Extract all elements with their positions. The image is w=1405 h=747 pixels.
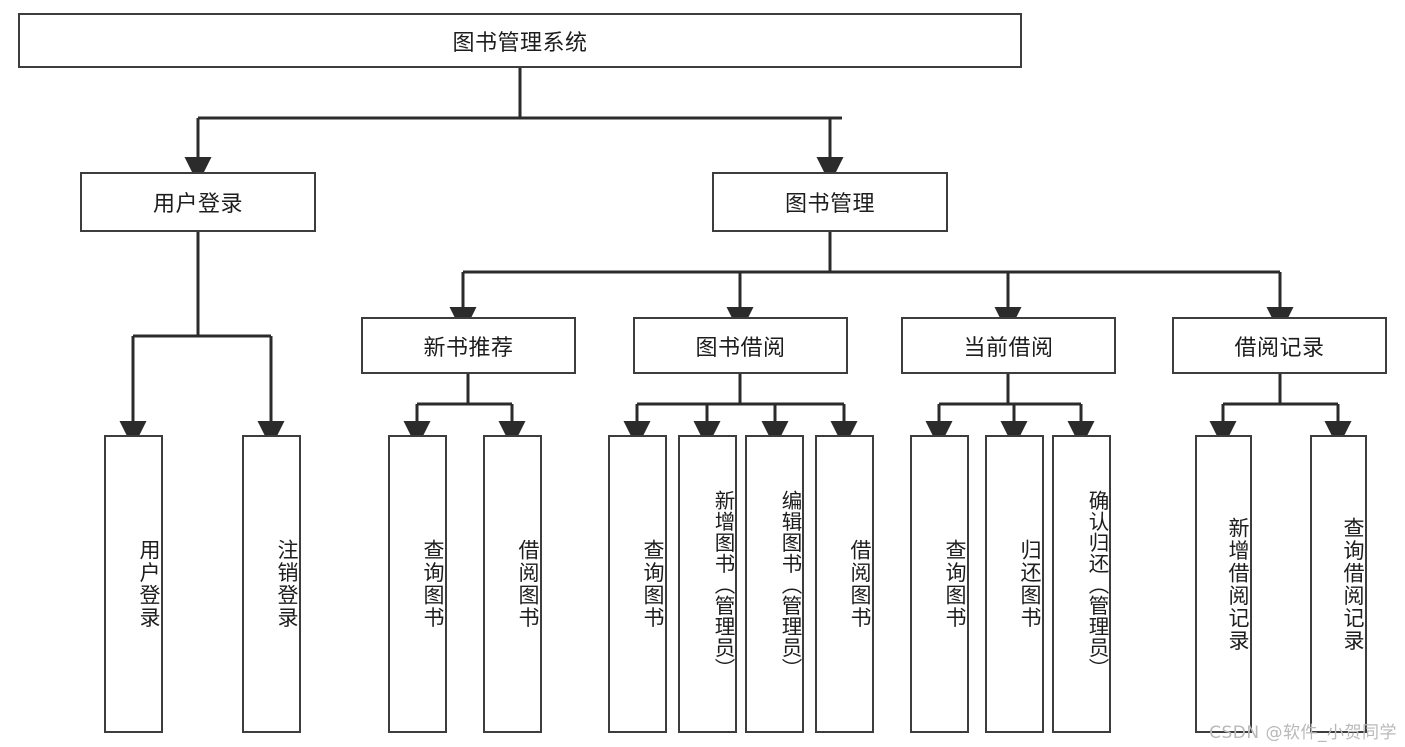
node-leaf-user-login[interactable]: 用户登录 xyxy=(104,435,163,733)
node-leaf-borrow-book-2-label: 借阅图书 xyxy=(848,539,872,629)
csdn-watermark: CSDN @软件_小贺同学 xyxy=(1209,723,1397,743)
node-leaf-return-book-label: 归还图书 xyxy=(1018,539,1042,629)
node-leaf-query-record[interactable]: 查询借阅记录 xyxy=(1310,435,1367,733)
node-leaf-query-book-3-label: 查询图书 xyxy=(943,539,967,629)
node-leaf-edit-book[interactable]: 编辑图书（管理员） xyxy=(745,435,804,733)
node-current-borrow-label: 当前借阅 xyxy=(963,335,1054,361)
node-leaf-logout-label: 注销登录 xyxy=(275,539,299,629)
node-book-manage[interactable]: 图书管理 xyxy=(712,172,948,232)
node-root[interactable]: 图书管理系统 xyxy=(18,13,1022,68)
node-user-login-label: 用户登录 xyxy=(152,192,243,217)
node-leaf-query-record-label: 查询借阅记录 xyxy=(1341,516,1365,652)
node-leaf-add-book[interactable]: 新增图书（管理员） xyxy=(678,435,737,733)
node-leaf-return-book[interactable]: 归还图书 xyxy=(985,435,1044,733)
node-leaf-user-login-label: 用户登录 xyxy=(137,539,161,629)
node-new-book-rec[interactable]: 新书推荐 xyxy=(361,317,576,374)
node-book-borrow-label: 图书借阅 xyxy=(695,335,786,361)
node-leaf-query-book-1[interactable]: 查询图书 xyxy=(388,435,447,733)
node-leaf-query-book-1-label: 查询图书 xyxy=(421,539,445,629)
node-leaf-edit-book-label: 编辑图书（管理员） xyxy=(778,489,802,679)
node-current-borrow[interactable]: 当前借阅 xyxy=(901,317,1116,374)
node-leaf-borrow-book-2[interactable]: 借阅图书 xyxy=(815,435,874,733)
node-leaf-logout[interactable]: 注销登录 xyxy=(242,435,301,733)
node-borrow-record[interactable]: 借阅记录 xyxy=(1172,317,1387,374)
node-borrow-record-label: 借阅记录 xyxy=(1234,335,1325,361)
node-book-manage-label: 图书管理 xyxy=(784,192,875,217)
node-leaf-query-book-2-label: 查询图书 xyxy=(641,539,665,629)
node-new-book-rec-label: 新书推荐 xyxy=(423,335,514,361)
node-root-label: 图书管理系统 xyxy=(452,30,588,56)
node-leaf-add-record-label: 新增借阅记录 xyxy=(1226,516,1250,652)
node-leaf-add-record[interactable]: 新增借阅记录 xyxy=(1195,435,1252,733)
node-book-borrow[interactable]: 图书借阅 xyxy=(633,317,848,374)
node-leaf-query-book-2[interactable]: 查询图书 xyxy=(608,435,667,733)
node-leaf-query-book-3[interactable]: 查询图书 xyxy=(910,435,969,733)
node-leaf-confirm-return[interactable]: 确认归还（管理员） xyxy=(1052,435,1111,733)
node-leaf-borrow-book-1-label: 借阅图书 xyxy=(516,539,540,629)
node-leaf-borrow-book-1[interactable]: 借阅图书 xyxy=(483,435,542,733)
node-leaf-confirm-return-label: 确认归还（管理员） xyxy=(1085,489,1109,679)
node-user-login[interactable]: 用户登录 xyxy=(80,172,316,232)
node-leaf-add-book-label: 新增图书（管理员） xyxy=(711,489,735,679)
